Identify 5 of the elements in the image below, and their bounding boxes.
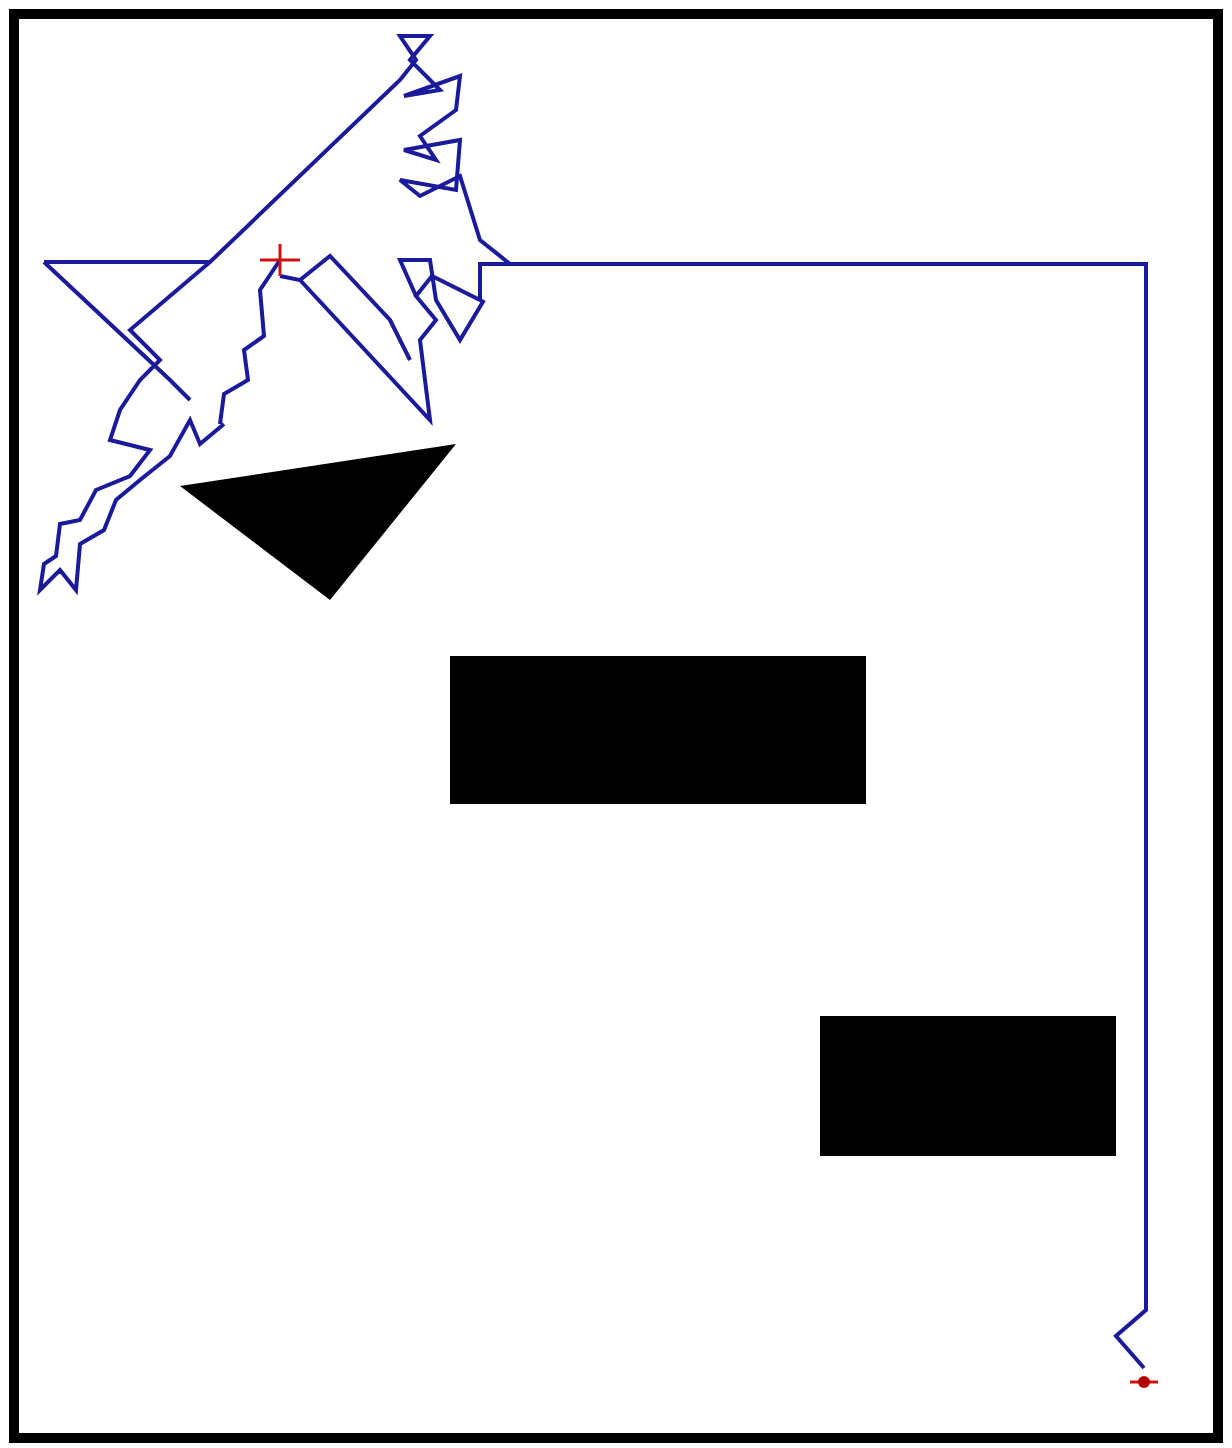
start-marker bbox=[260, 244, 300, 276]
path-line bbox=[279, 262, 1148, 1370]
rectangle-obstacle bbox=[450, 656, 866, 804]
triangle-obstacle bbox=[180, 444, 456, 600]
rectangle-obstacle bbox=[820, 1016, 1116, 1156]
